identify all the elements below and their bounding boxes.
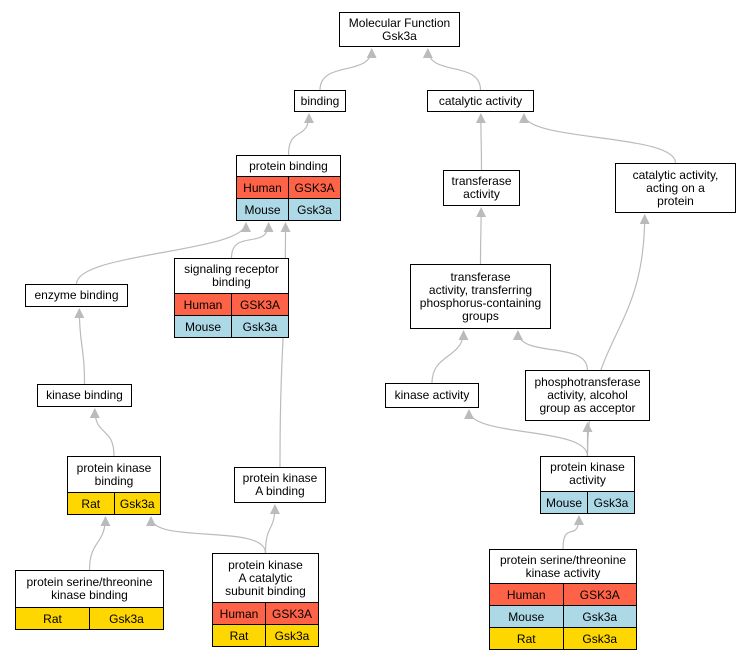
species-cell: Human	[506, 587, 546, 602]
node-molecular-function[interactable]: Molecular Function Gsk3a	[339, 12, 460, 47]
species-row-rat: Rat Gsk3a	[16, 607, 163, 629]
node-label: protein binding	[249, 158, 328, 173]
gene-cell: Gsk3a	[265, 625, 318, 646]
node-binding[interactable]: binding	[294, 90, 346, 112]
species-row-human: Human GSK3A	[237, 176, 340, 198]
node-transferase-activity[interactable]: transferase activity	[443, 170, 520, 206]
node-transferase-phosphorus-groups[interactable]: transferase activity, transferring phosp…	[410, 264, 551, 329]
species-row-mouse: Mouse Gsk3a	[175, 315, 288, 337]
node-phosphotransferase-alcohol[interactable]: phosphotransferase activity, alcohol gro…	[525, 370, 650, 421]
node-label: protein kinase binding	[76, 460, 152, 488]
node-catalytic-activity-acting-on-protein[interactable]: catalytic activity, acting on a protein	[615, 163, 736, 213]
node-label: protein serine/threonine kinase binding	[26, 575, 153, 602]
node-label: binding	[300, 93, 340, 108]
node-label: enzyme binding	[34, 288, 119, 302]
node-signaling-receptor-binding[interactable]: signaling receptor binding Human GSK3A M…	[174, 258, 289, 338]
species-row-mouse: Mouse Gsk3a	[541, 491, 634, 513]
node-protein-serine-threonine-kinase-binding[interactable]: protein serine/threonine kinase binding …	[15, 570, 164, 630]
gene-cell: Gsk3a	[113, 493, 161, 514]
gene-cell: Gsk3a	[562, 606, 637, 627]
edge-pb-to-bind	[287, 113, 314, 156]
gene-cell: Gsk3a	[587, 492, 634, 513]
species-cell: Human	[219, 606, 259, 621]
node-protein-kinase-a-catalytic-subunit-binding[interactable]: protein kinase A catalytic subunit bindi…	[212, 553, 319, 647]
gene-cell: GSK3A	[265, 603, 318, 624]
node-protein-kinase-binding[interactable]: protein kinase binding Rat Gsk3a	[67, 456, 161, 515]
species-cell: Mouse	[184, 319, 222, 334]
node-label: catalytic activity, acting on a protein	[632, 167, 719, 208]
node-label: kinase activity	[394, 388, 470, 402]
node-label: protein kinase activity	[550, 460, 625, 487]
node-enzyme-binding[interactable]: enzyme binding	[25, 284, 128, 307]
edge-pstka-to-pka	[562, 515, 584, 550]
node-label: transferase activity	[451, 174, 512, 201]
node-kinase-binding[interactable]: kinase binding	[37, 384, 132, 407]
edge-pkacsb-to-pkab	[264, 504, 280, 554]
node-label: Molecular Function Gsk3a	[348, 15, 451, 43]
species-row-human: Human GSK3A	[213, 602, 318, 624]
edge-ka-to-tpg	[431, 330, 469, 384]
node-label: kinase binding	[46, 388, 123, 402]
gene-cell: Gsk3a	[288, 199, 340, 220]
species-cell: Rat	[43, 611, 62, 626]
edge-tra-to-cat	[475, 113, 486, 171]
gene-cell: Gsk3a	[89, 608, 163, 629]
gene-cell: GSK3A	[231, 294, 288, 315]
species-row-rat: Rat Gsk3a	[213, 624, 318, 646]
edge-pta-to-tpg	[512, 330, 589, 371]
node-protein-binding[interactable]: protein binding Human GSK3A Mouse Gsk3a	[236, 155, 341, 221]
gene-cell: GSK3A	[562, 584, 637, 605]
node-kinase-activity[interactable]: kinase activity	[385, 383, 479, 408]
gene-cell: GSK3A	[288, 177, 340, 198]
species-cell: Rat	[229, 628, 249, 643]
species-row-human: Human GSK3A	[490, 583, 636, 605]
species-cell: Rat	[81, 496, 101, 511]
node-label: transferase activity, transferring phosp…	[419, 269, 542, 323]
edge-pka-to-ka	[464, 409, 589, 457]
species-row-rat: Rat Gsk3a	[490, 627, 636, 649]
species-row-human: Human GSK3A	[175, 293, 288, 315]
species-row-mouse: Mouse Gsk3a	[237, 198, 340, 220]
node-protein-kinase-activity[interactable]: protein kinase activity Mouse Gsk3a	[540, 456, 635, 514]
edge-cat-to-root	[422, 48, 482, 91]
gene-cell: Gsk3a	[562, 628, 637, 649]
node-label: protein kinase A catalytic subunit bindi…	[225, 557, 306, 598]
node-protein-kinase-a-binding[interactable]: protein kinase A binding	[234, 467, 326, 503]
species-cell: Mouse	[545, 495, 583, 510]
edge-kb-to-eb	[74, 308, 86, 385]
edge-pkb-to-kb	[89, 408, 115, 457]
edge-pstkb-to-pkb	[88, 516, 111, 571]
species-cell: Human	[183, 297, 223, 312]
species-row-mouse: Mouse Gsk3a	[490, 605, 636, 627]
species-cell: Mouse	[508, 609, 545, 624]
edge-bind-to-root	[319, 48, 377, 91]
edge-tpg-to-tra	[476, 207, 487, 265]
edge-catp-to-cat	[519, 113, 677, 164]
species-cell: Human	[243, 180, 282, 195]
node-protein-serine-threonine-kinase-activity[interactable]: protein serine/threonine kinase activity…	[489, 549, 637, 650]
edge-pkacsb-to-pkb	[146, 516, 267, 554]
node-label: phosphotransferase activity, alcohol gro…	[534, 375, 641, 415]
species-row-rat: Rat Gsk3a	[68, 492, 160, 514]
edge-srb-to-pb	[230, 222, 274, 259]
node-label: protein kinase A binding	[242, 471, 318, 498]
node-catalytic-activity[interactable]: catalytic activity	[427, 90, 534, 112]
node-label: signaling receptor binding	[184, 262, 279, 289]
node-label: protein serine/threonine kinase activity	[499, 552, 627, 580]
species-cell: Mouse	[244, 202, 281, 217]
gene-cell: Gsk3a	[231, 316, 288, 337]
edge-eb-to-pb	[75, 222, 251, 285]
node-label: catalytic activity	[438, 93, 523, 108]
species-cell: Rat	[516, 631, 536, 646]
